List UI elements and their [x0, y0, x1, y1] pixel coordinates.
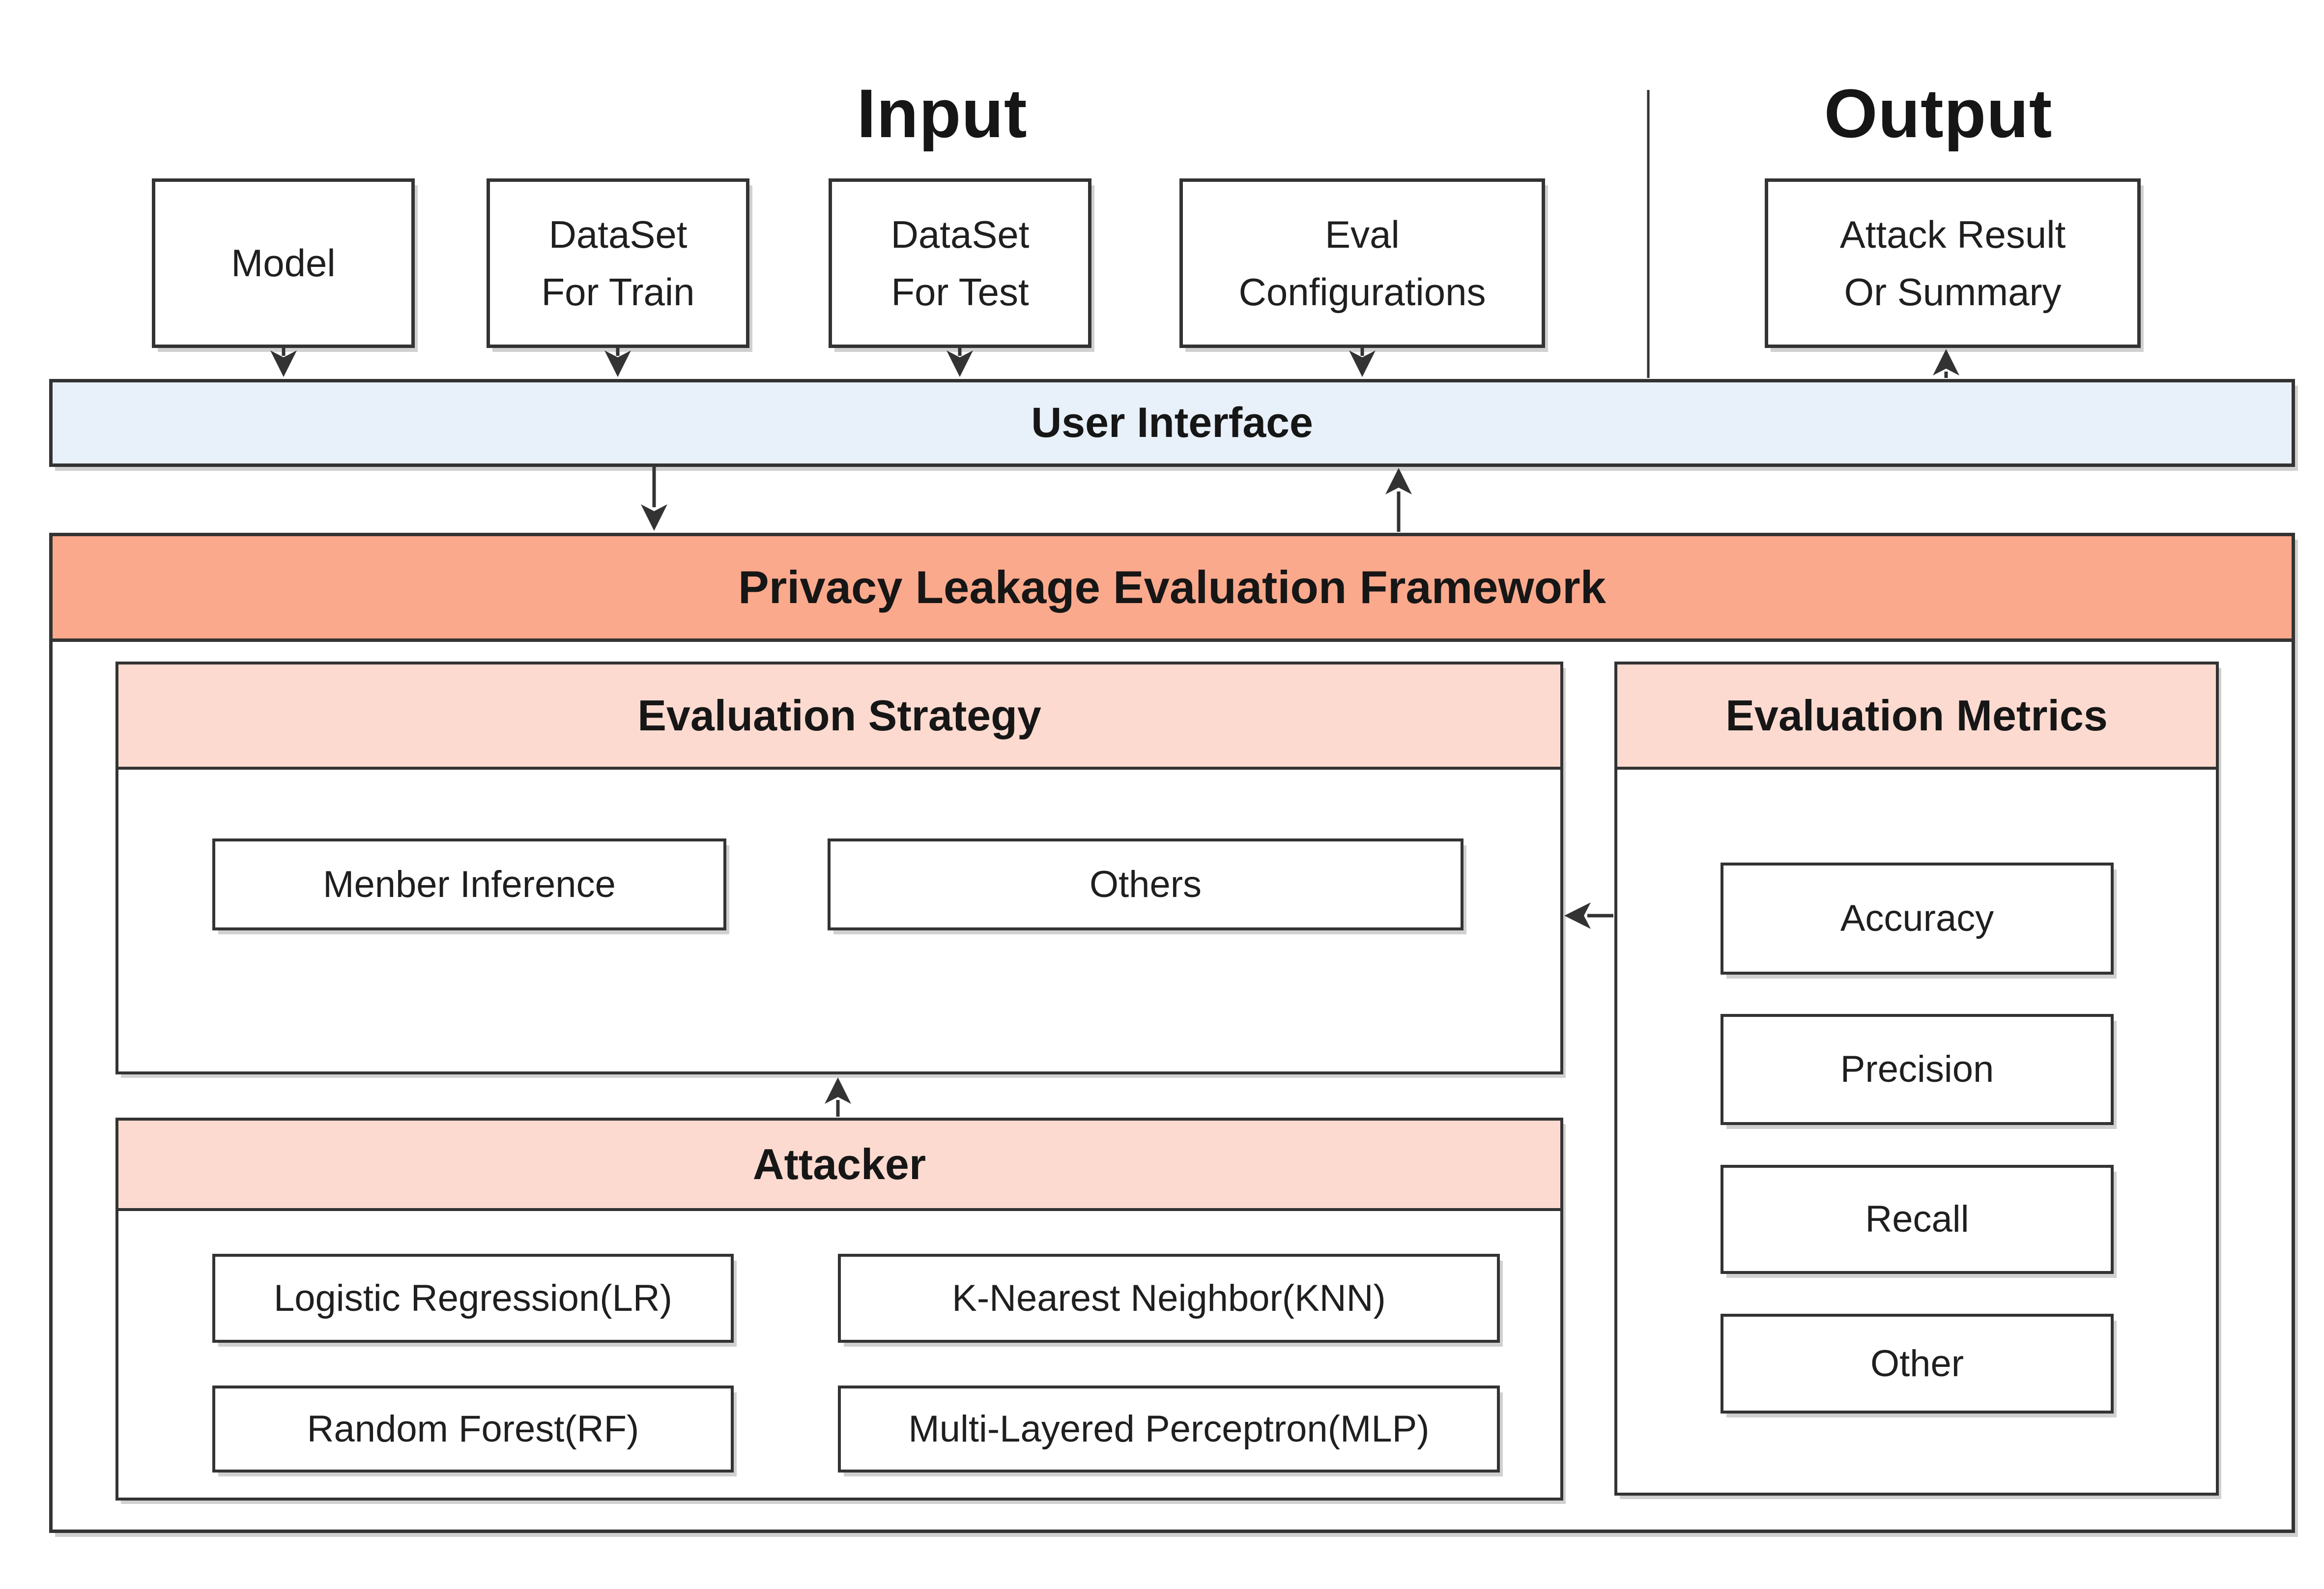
arrow-eval-config-to-ui [1349, 348, 1376, 377]
arrow-dataset-train-to-ui [604, 348, 631, 377]
attacker-header: Attacker [118, 1121, 1560, 1211]
knn-box: K-Nearest Neighbor(KNN) [838, 1254, 1500, 1343]
metrics-header: Evaluation Metrics [1617, 664, 2216, 770]
other-metric-box: Other [1721, 1314, 2114, 1414]
dataset-train-box: DataSet For Train [487, 178, 749, 348]
others-box: Others [828, 838, 1463, 930]
framework-header: Privacy Leakage Evaluation Framework [53, 536, 2292, 642]
recall-box: Recall [1721, 1165, 2114, 1274]
random-forest-box: Random Forest(RF) [212, 1386, 734, 1473]
user-interface-bar: User Interface [49, 379, 2295, 467]
attack-result-box: Attack Result Or Summary [1765, 178, 2141, 348]
logistic-regression-box: Logistic Regression(LR) [212, 1254, 734, 1343]
model-box: Model [152, 178, 415, 348]
arrow-framework-to-ui [1385, 468, 1412, 532]
eval-config-box: Eval Configurations [1179, 178, 1545, 348]
arrow-model-to-ui [270, 348, 297, 377]
precision-box: Precision [1721, 1014, 2114, 1125]
arrow-ui-to-framework [641, 467, 667, 531]
dataset-test-box: DataSet For Test [829, 178, 1091, 348]
member-inference-box: Menber Inference [212, 838, 726, 930]
arrow-ui-to-attack-result [1933, 349, 1959, 378]
input-heading: Input [857, 75, 1028, 152]
mlp-box: Multi-Layered Perceptron(MLP) [838, 1386, 1500, 1473]
output-heading: Output [1824, 75, 2053, 152]
arrow-dataset-test-to-ui [947, 348, 973, 377]
accuracy-box: Accuracy [1721, 863, 2114, 975]
strategy-header: Evaluation Strategy [118, 664, 1560, 770]
